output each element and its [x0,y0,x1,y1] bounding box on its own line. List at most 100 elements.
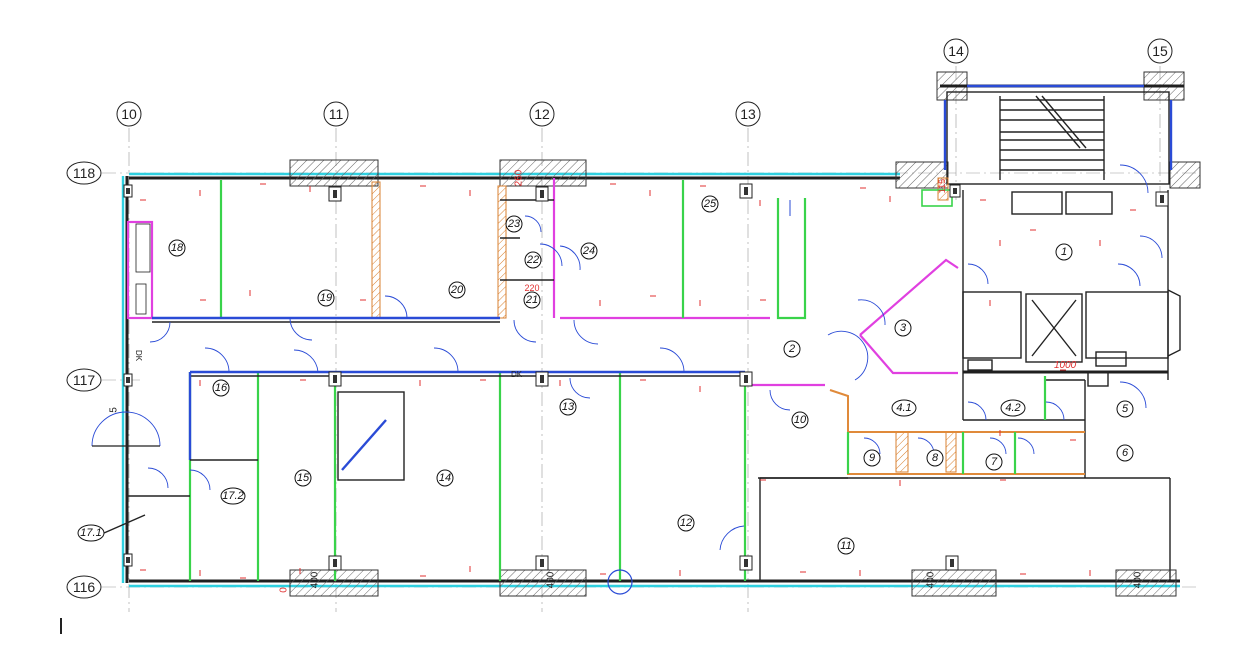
axis-marker-117: 117 [66,368,102,392]
room-19: 19 [317,289,335,307]
room-17-2: 17.2 [220,487,246,505]
room-20: 20 [448,281,466,299]
green-partitions [188,180,1047,581]
room-number: 2 [788,343,795,355]
axis-marker-13: 13 [735,101,761,127]
room-4-1: 4.1 [891,399,917,417]
dimension-220: 220 [524,283,539,293]
room-number: 1 [1061,246,1067,258]
room-15: 15 [294,469,312,487]
room-9: 9 [863,449,881,467]
room-number: 22 [526,254,539,266]
axis-label: 13 [740,106,756,122]
room-8: 8 [926,449,944,467]
room-number: 11 [840,540,851,552]
room-number: 14 [439,472,451,484]
room-number: 21 [525,294,538,306]
column [123,184,133,198]
room-1: 1 [1055,243,1073,261]
column [535,186,549,202]
axis-marker-14: 14 [943,38,969,64]
axis-label: 14 [948,43,964,59]
axis-label: 11 [329,106,344,122]
lobby-section [962,190,1181,478]
dimension-400: 400 [926,571,937,588]
axis-marker-118: 118 [66,161,102,185]
dimension-1000: 1000 [1054,360,1077,371]
axis-marker-116: 116 [66,575,102,599]
room-2: 2 [783,340,801,358]
room-3: 3 [894,319,912,337]
room-18: 18 [168,239,186,257]
room-number: 17.2 [222,490,243,502]
room-number: 24 [582,245,595,257]
room-number: 5 [1122,403,1129,415]
room-number: 6 [1122,447,1129,459]
column [328,186,342,202]
room-number: 9 [869,452,875,464]
room-7: 7 [985,453,1003,471]
room-number: 4.2 [1005,402,1020,414]
room-number: 17.1 [80,527,101,539]
dimension-260: 260 [514,169,525,186]
magenta-partitions [126,178,959,387]
column [535,371,549,387]
column [739,371,753,387]
room-4-2: 4.2 [1000,399,1026,417]
axis-marker-12: 12 [529,101,555,127]
column [328,371,342,387]
room-23: 23 [505,215,523,233]
structural-columns [123,183,1169,571]
equipment-box [135,223,151,273]
marker-circle [607,569,633,595]
room-22: 22 [524,251,542,269]
room-number: 15 [297,472,310,484]
axis-lines [102,66,1200,612]
room-24: 24 [580,242,598,260]
room-number: 23 [507,218,521,230]
column [328,555,342,571]
room-6: 6 [1116,444,1134,462]
room-25: 25 [701,195,719,213]
room-number: 4.1 [896,402,911,414]
dimension-400: 400 [310,571,321,588]
room-14: 14 [436,469,454,487]
axis-marker-11: 11 [323,101,349,127]
room-17-1: 17.1 [77,524,105,542]
axis-label: 10 [121,106,137,122]
dimension-0: 0 [279,587,290,593]
column [123,553,133,567]
room-number: 10 [794,414,807,426]
axis-label: 116 [73,579,96,595]
room-number: 19 [320,292,332,304]
room-number: 13 [562,401,575,413]
column [535,555,549,571]
column [123,373,133,387]
room-16: 16 [212,379,230,397]
dimension-labels: 400 400 400 400 260 220 115 1000 5 DK DK… [109,169,1144,593]
axis-label: 118 [73,165,96,181]
room-10: 10 [791,411,809,429]
dimension-115: 115 [937,179,947,193]
dimension-5: 5 [109,407,120,413]
room-number: 8 [932,452,939,464]
dk-label: DK [134,350,143,362]
room-11: 11 [837,537,855,555]
leader-line [103,514,146,534]
column [739,183,753,199]
room-number: 25 [703,198,717,210]
orange-partitions [371,177,1085,475]
room-labels: 1 2 3 4.1 4.2 5 6 7 8 9 10 11 12 13 14 1… [77,195,1134,555]
room-number: 3 [900,322,907,334]
column [739,555,753,571]
text-cursor [60,618,62,634]
axis-marker-15: 15 [1147,38,1173,64]
column [945,555,959,571]
column [1155,191,1169,207]
axis-label: 15 [1152,43,1168,59]
axis-label: 12 [534,106,550,122]
room-number: 18 [171,242,184,254]
wall-columns [289,159,1201,597]
doors [91,164,1163,551]
